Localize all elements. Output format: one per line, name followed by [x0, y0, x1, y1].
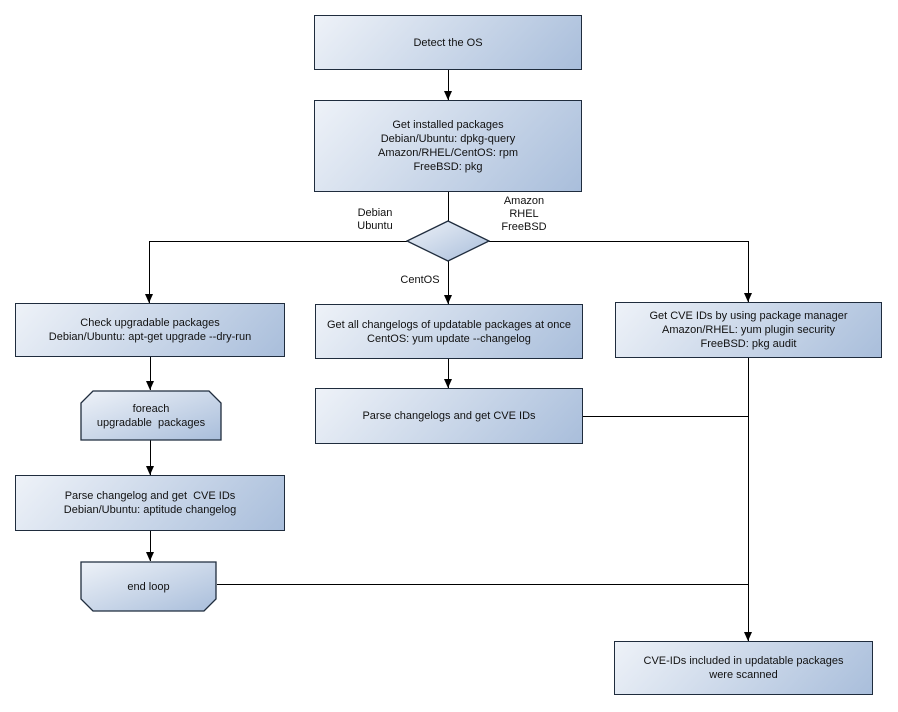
node-foreach-loop-label: foreach upgradable packages	[96, 402, 206, 429]
node-check-upgradable: Check upgradable packages Debian/Ubuntu:…	[15, 303, 285, 357]
node-check-upgradable-label: Check upgradable packages Debian/Ubuntu:…	[48, 317, 252, 343]
branch-label-amazon-rhel-freebsd: Amazon RHEL FreeBSD	[501, 195, 547, 233]
edge-foreach-to-parse	[150, 440, 151, 475]
arrowhead-icon	[444, 91, 452, 100]
arrowhead-icon	[146, 381, 154, 390]
node-result-scanned: CVE-IDs included in updatable packages w…	[614, 641, 873, 695]
node-parse-changelogs-mid-label: Parse changelogs and get CVE IDs	[362, 410, 536, 422]
node-end-loop-label: end loop	[127, 580, 170, 593]
edge-parse-to-endloop	[150, 531, 151, 561]
edge-right-to-result	[748, 358, 749, 641]
node-detect-os: Detect the OS	[314, 15, 582, 70]
node-parse-changelogs-mid: Parse changelogs and get CVE IDs	[315, 388, 583, 444]
edge-detect-to-installed	[448, 70, 449, 100]
arrowhead-icon	[146, 466, 154, 475]
branch-label-debian-ubuntu: Debian Ubuntu	[357, 207, 393, 232]
node-parse-changelog-left-label: Parse changelog and get CVE IDs Debian/U…	[63, 490, 237, 516]
node-get-cve-ids-right: Get CVE IDs by using package manager Ama…	[615, 302, 882, 358]
edge-check-to-foreach	[150, 357, 151, 390]
arrowhead-icon	[444, 379, 452, 388]
arrowhead-icon	[146, 552, 154, 561]
edge-changelogs-to-parse-mid	[448, 359, 449, 388]
node-foreach-loop: foreach upgradable packages	[80, 390, 222, 441]
arrowhead-icon	[444, 295, 452, 304]
node-get-installed-packages: Get installed packages Debian/Ubuntu: dp…	[314, 100, 582, 192]
node-get-cve-ids-right-label: Get CVE IDs by using package manager Ama…	[649, 310, 848, 350]
edge-decision-left-horizontal	[149, 241, 407, 242]
edge-installed-to-decision	[448, 192, 449, 221]
edge-endloop-to-trunk	[217, 584, 748, 585]
edge-parse-mid-to-trunk	[583, 416, 748, 417]
node-parse-changelog-left: Parse changelog and get CVE IDs Debian/U…	[15, 475, 285, 531]
node-get-all-changelogs: Get all changelogs of updatable packages…	[315, 304, 583, 359]
node-os-decision-diamond	[406, 220, 490, 262]
node-get-installed-packages-label: Get installed packages Debian/Ubuntu: dp…	[378, 119, 518, 173]
arrowhead-icon	[744, 293, 752, 302]
node-result-scanned-label: CVE-IDs included in updatable packages w…	[643, 655, 844, 681]
edge-decision-right-horizontal	[489, 241, 748, 242]
node-detect-os-label: Detect the OS	[413, 36, 483, 49]
arrowhead-icon	[744, 632, 752, 641]
edge-decision-left-vertical	[149, 241, 150, 303]
edge-decision-right-vertical	[748, 241, 749, 302]
edge-decision-down	[448, 261, 449, 304]
arrowhead-icon	[145, 294, 153, 303]
branch-label-centos: CentOS	[400, 274, 440, 286]
node-end-loop: end loop	[80, 561, 217, 612]
node-get-all-changelogs-label: Get all changelogs of updatable packages…	[326, 318, 571, 345]
